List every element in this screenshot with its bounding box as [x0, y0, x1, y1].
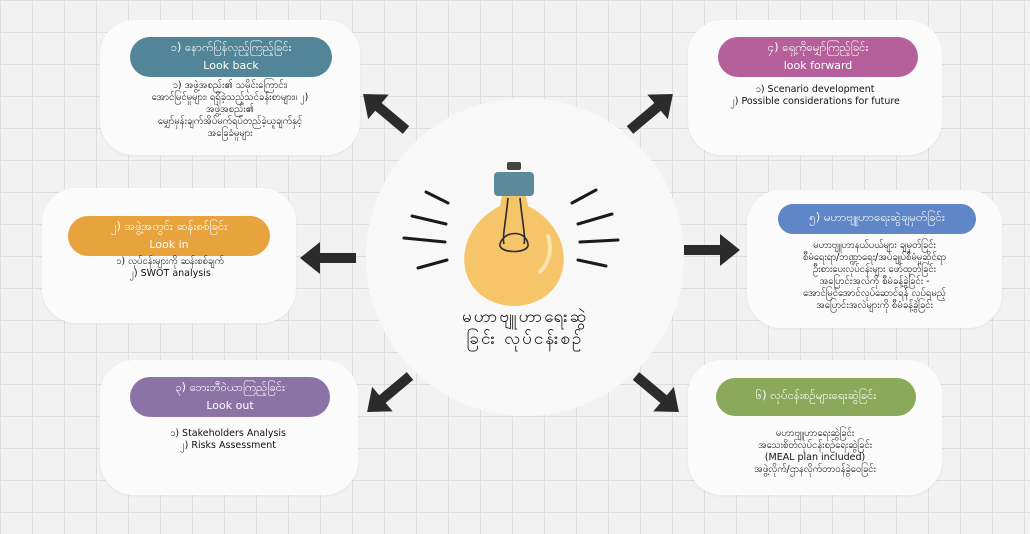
detail-line: ၁) လုပ်ငန်းများကို ဆန်းစစ်ချက် [116, 256, 224, 267]
step-subtitle: look forward [783, 59, 853, 72]
detail-line: ၂) SWOT analysis [129, 268, 211, 279]
step-pill-strategy: ၅) မဟာဗျူဟာရေးဆွဲချမှတ်ခြင်း [778, 204, 976, 234]
detail-line: ၂) Risks Assessment [179, 440, 277, 451]
step-subtitle: Look back [203, 59, 259, 72]
detail-line: အပြောင်းအလဲများကို စီမံခန့်ခွဲခြင်း [816, 300, 933, 311]
step-pill-look-back: ၁) နောက်ပြန်လှည့်ကြည့်ခြင်း Look back [130, 37, 332, 77]
detail-line: အဖွဲ့လိုက်/ဌာနလိုက်တာဝန်ခွဲဝေခြင်း [754, 464, 876, 475]
detail-line: အသေးစိတ်လုပ်ငန်းစဉ်ရေးဆွဲခြင်း [757, 440, 873, 451]
arrow-to-look-back [363, 94, 410, 134]
step-details-strategy: မဟာဗျူဟာနယ်ပယ်များ ချမှတ်ခြင်း စီမံရေးရာ… [752, 240, 997, 312]
detail-line: အခြေခံမူများ [207, 128, 253, 139]
step-title: ၄) ရှေ့ကိုမျှော်ကြည့်ခြင်း [767, 40, 869, 54]
detail-line: ၂) Possible considerations for future [730, 96, 900, 107]
bulb-rays [402, 188, 620, 270]
arrow-to-workplan [632, 372, 679, 412]
step-pill-look-forward: ၄) ရှေ့ကိုမျှော်ကြည့်ခြင်း look forward [718, 37, 918, 77]
step-subtitle: Look in [149, 238, 189, 251]
detail-line: မျှော်မှန်းချက်အိပ်မက်ရပ်တည်ခဲ့ယူချက်နှင… [157, 116, 303, 127]
step-details-look-back: ၁) အဖွဲ့အစည်း၏ သမိုင်းကြောင်း၊ အောင်မြင်… [105, 80, 355, 140]
detail-line: အပြောင်းအလဲကို စီမံခန့်ခွဲခြင်း - [819, 276, 930, 287]
detail-line: ၁) အဖွဲ့အစည်း၏ သမိုင်းကြောင်း၊ [172, 80, 288, 91]
detail-line: မဟာဗျူဟာရေးဆွဲခြင်း [775, 428, 855, 439]
arrow-to-look-forward [626, 94, 673, 134]
detail-line: အဖွဲ့အစည်း၏ [205, 104, 255, 115]
arrow-to-strategy [684, 234, 740, 266]
center-title: မဟာဗျူဟာရေးဆွဲ ခြင်း လုပ်ငန်းစဉ် [385, 306, 665, 350]
arrow-to-look-out [367, 372, 414, 412]
detail-line: ၁) Scenario development [755, 84, 875, 95]
step-title: ၅) မဟာဗျူဟာရေးဆွဲချမှတ်ခြင်း [809, 210, 945, 224]
center-title-line1: မဟာဗျူဟာရေးဆွဲ [461, 307, 588, 327]
detail-line: မဟာဗျူဟာနယ်ပယ်များ ချမှတ်ခြင်း [813, 240, 936, 251]
detail-line: ၁) Stakeholders Analysis [169, 428, 287, 439]
step-subtitle: Look out [206, 399, 254, 412]
step-title: ၃) ဘေးဘီဝဲယာကြည့်ခြင်း [175, 380, 285, 394]
step-title: ၂) အဖွဲ့အတွင်း ဆန်းစစ်ခြင်း [110, 219, 228, 233]
step-details-look-out: ၁) Stakeholders Analysis ၂) Risks Assess… [108, 428, 348, 452]
center-title-line2: ခြင်း လုပ်ငန်းစဉ် [466, 329, 584, 349]
step-title: ၆) လုပ်ငန်းစဉ်များရေးဆွဲခြင်း [755, 388, 877, 402]
detail-line: ဦးစားပေးလုပ်ငန်းများ ဖော်ထုတ်ခြင်း [812, 264, 937, 275]
step-details-workplan: မဟာဗျူဟာရေးဆွဲခြင်း အသေးစိတ်လုပ်ငန်းစဉ်ရ… [693, 428, 937, 476]
step-pill-look-in: ၂) အဖွဲ့အတွင်း ဆန်းစစ်ခြင်း Look in [68, 216, 270, 256]
step-pill-look-out: ၃) ဘေးဘီဝဲယာကြည့်ခြင်း Look out [130, 377, 330, 417]
lightbulb-icon [464, 162, 564, 306]
arrow-to-look-in [300, 242, 356, 274]
step-details-look-in: ၁) လုပ်ငန်းများကို ဆန်းစစ်ချက် ၂) SWOT a… [50, 256, 290, 280]
detail-line: စီမံရေးရာ/ဘဏ္ဍာရေး/အပ်ချုပ်စီမံမှုဆိုင်ရ… [803, 252, 946, 263]
step-details-look-forward: ၁) Scenario development ၂) Possible cons… [693, 84, 937, 108]
detail-line: (MEAL plan included) [764, 452, 866, 463]
detail-line: အောင်မြင်အောင်လုပ်ဆောင်ရန် လုပ်ရမည့် [803, 288, 946, 299]
detail-line: အောင်မြင်မှုများ၊ ရရှိခဲ့သည့်သင်ခန်းစာမျ… [151, 92, 309, 103]
step-pill-workplan: ၆) လုပ်ငန်းစဉ်များရေးဆွဲခြင်း [716, 378, 916, 416]
step-title: ၁) နောက်ပြန်လှည့်ကြည့်ခြင်း [170, 40, 292, 54]
